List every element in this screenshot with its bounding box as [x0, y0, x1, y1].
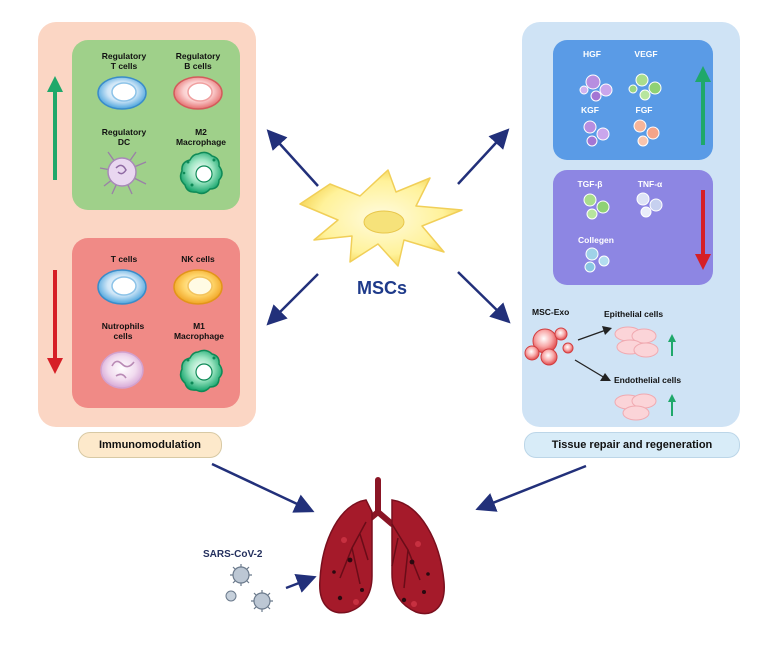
nk-cells-label: NK cells: [181, 254, 215, 264]
collagen-label: Collegen: [578, 235, 614, 245]
fgf-vesicles-icon: [633, 119, 660, 147]
tnf-alpha-label: TNF-α: [637, 179, 663, 189]
kgf-label: KGF: [581, 105, 599, 115]
endothelial-cells-icon: [614, 393, 657, 421]
hgf-label: HGF: [583, 49, 601, 59]
immunomodulation-to-lung-arrow: [211, 462, 315, 513]
epithelial-cells-label: Epithelial cells: [604, 309, 664, 319]
regulatory-b-cell-icon: [173, 76, 223, 110]
sars-cov-2-virus-icon: [225, 564, 273, 612]
lungs-icon: [319, 477, 445, 615]
fgf-label: FGF: [635, 105, 653, 115]
epithelial-up-arrow-icon: [668, 334, 676, 356]
regulatory-dc-icon: [99, 151, 147, 195]
regulatory-t-cells-label: Regulatory T cells: [101, 51, 147, 71]
neutrophil-icon: [100, 351, 144, 389]
nk-cell-icon: [173, 269, 223, 305]
hgf-vesicles-icon: [579, 74, 613, 102]
exo-to-endothelial-arrow: [574, 359, 611, 381]
vegf-vesicles-icon: [628, 73, 662, 101]
up-arrow-icon: [695, 66, 711, 145]
msc-to-immunomodulation-bottom-arrow: [266, 273, 319, 326]
vegf-label: VEGF: [634, 49, 658, 59]
epithelial-cells-icon: [614, 326, 659, 358]
m1-macrophage-label: M1 Macrophage: [173, 321, 225, 341]
msc-to-repair-bottom-arrow: [457, 271, 511, 324]
t-cell-icon: [97, 269, 147, 305]
m1-macrophage-icon: [179, 349, 223, 393]
t-cells-label: T cells: [110, 254, 138, 264]
msc-exo-icon: [524, 327, 574, 366]
regulatory-b-cells-label: Regulatory B cells: [175, 51, 221, 71]
sars-cov-2-label: SARS-CoV-2: [203, 549, 263, 560]
tgf-beta-label: TGF-β: [577, 179, 603, 189]
neutrophils-cells-label: Nutrophils cells: [101, 321, 145, 341]
tgf-beta-vesicles-icon: [583, 193, 610, 220]
immunomodulation-caption: Immunomodulation: [78, 432, 222, 458]
virus-to-lung-arrow: [285, 574, 317, 593]
regulatory-t-cell-icon: [97, 76, 147, 110]
endothelial-up-arrow-icon: [668, 394, 676, 416]
upregulated-factors-box: [553, 40, 713, 160]
exo-to-epithelial-arrow: [577, 326, 612, 341]
tissue-repair-caption: Tissue repair and regeneration: [524, 432, 740, 458]
msc-cell-icon: [299, 169, 463, 267]
endothelial-cells-label: Endothelial cells: [614, 375, 682, 385]
msc-exo-label: MSC-Exo: [532, 307, 570, 317]
up-arrow-icon: [47, 76, 63, 180]
down-arrow-icon: [695, 190, 711, 270]
downregulated-factors-box: [553, 170, 713, 285]
tnf-alpha-vesicles-icon: [636, 192, 663, 218]
msc-label: MSCs: [357, 278, 408, 298]
repair-to-lung-arrow: [475, 464, 587, 512]
collagen-vesicles-icon: [584, 247, 610, 273]
m2-macrophage-icon: [179, 151, 223, 195]
msc-to-repair-top-arrow: [457, 128, 510, 185]
msc-to-immunomodulation-top-arrow: [266, 129, 319, 187]
m2-macrophage-label: M2 Macrophage: [175, 127, 227, 147]
down-arrow-icon: [47, 270, 63, 374]
kgf-vesicles-icon: [583, 120, 610, 147]
regulatory-dc-label: Regulatory DC: [101, 127, 147, 147]
